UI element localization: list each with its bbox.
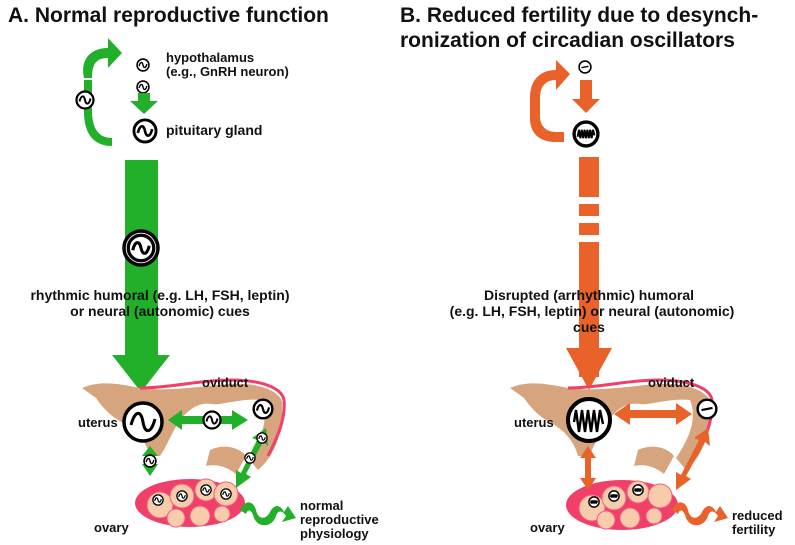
ovary-oscillator-icon-b-2: [608, 490, 620, 502]
oviduct-ovary-oscillator-icon-1: [256, 432, 268, 444]
ovary-oscillator-icon-1: [152, 494, 164, 506]
ovary-oscillator-icon-b-3: [632, 484, 644, 496]
panel-a-title: A. Normal reproductive function: [8, 4, 329, 27]
uterus-label-b: uterus: [514, 415, 554, 430]
panel-b-title-line2: ronization of circadian oscillators: [400, 29, 735, 52]
cues-label-b-line2: (e.g. LH, FSH, leptin) or neural (autono…: [450, 303, 735, 319]
panel-b: B. Reduced fertility due to desynch- ron…: [400, 4, 783, 537]
cues-label-b-line1: Disrupted (arrhythmic) humoral: [484, 287, 694, 303]
cues-label-b-line3: cues: [573, 319, 605, 335]
feedback-oscillator-icon-a: [75, 90, 95, 110]
outcome-label-a-line1: normal: [300, 498, 343, 513]
hypothalamus-to-pituitary-arrow-b: [572, 80, 600, 113]
hypothalamus-example: (e.g., GnRH neuron): [166, 64, 289, 79]
pituitary-to-uterus-arrow: [112, 160, 170, 392]
oviduct-oscillator-icon: [252, 398, 274, 420]
outcome-arrow-a: [240, 502, 296, 526]
ovary-label-a: ovary: [94, 520, 129, 535]
ovary-oscillator-icon-4: [220, 488, 232, 500]
panel-a: A. Normal reproductive function hypothal…: [8, 4, 379, 541]
pituitary-to-uterus-arrow-b: [566, 157, 612, 390]
panel-b-title-line1: B. Reduced fertility due to desynch-: [400, 4, 758, 27]
pituitary-label: pituitary gland: [166, 122, 262, 138]
ovary-oscillator-icon-2: [176, 490, 188, 502]
ovary-oscillator-icon-b-1: [588, 496, 600, 508]
oviduct-oscillator-icon-b: [696, 398, 718, 420]
uterus-oviduct-oscillator-icon: [202, 410, 222, 430]
outcome-label-a-line2: reproductive: [300, 512, 379, 527]
hypothalamus-label: hypothalamus: [166, 50, 254, 65]
oviduct-ovary-arrow-b: [676, 428, 710, 490]
cue-oscillator-icon: [126, 233, 156, 263]
feedback-arrow-b: [530, 60, 570, 142]
hypothalamus-to-pituitary-arrow: [130, 93, 158, 114]
cues-label-line2: or neural (autonomic) cues: [70, 303, 250, 319]
hypothalamus-oscillator-icon: [136, 58, 150, 72]
uterus-oviduct-arrow-b: [614, 403, 692, 425]
outcome-label-a-line3: physiology: [300, 526, 369, 541]
feedback-arrow-a: [83, 38, 122, 146]
uterus-label-a: uterus: [78, 415, 118, 430]
outcome-label-b-line2: fertility: [732, 522, 776, 537]
outcome-arrow-b: [672, 502, 728, 526]
uterus-ovary-oscillator-icon: [143, 454, 157, 468]
ovary-label-b: ovary: [530, 520, 565, 535]
outcome-label-b-line1: reduced: [732, 508, 783, 523]
cues-label-line1: rhythmic humoral (e.g. LH, FSH, leptin): [30, 287, 289, 303]
oviduct-label-a: oviduct: [202, 375, 249, 390]
hypothalamus-oscillator-icon-2: [136, 80, 150, 94]
oviduct-label-b: oviduct: [648, 375, 695, 390]
hypothalamus-oscillator-icon-b: [578, 60, 592, 74]
uterus-ovary-arrow-b: [580, 446, 596, 490]
ovary-oscillator-icon-3: [200, 484, 212, 496]
pituitary-oscillator-icon-b: [572, 120, 600, 148]
oviduct-ovary-oscillator-icon-2: [244, 452, 256, 464]
pituitary-oscillator-icon: [132, 118, 158, 144]
